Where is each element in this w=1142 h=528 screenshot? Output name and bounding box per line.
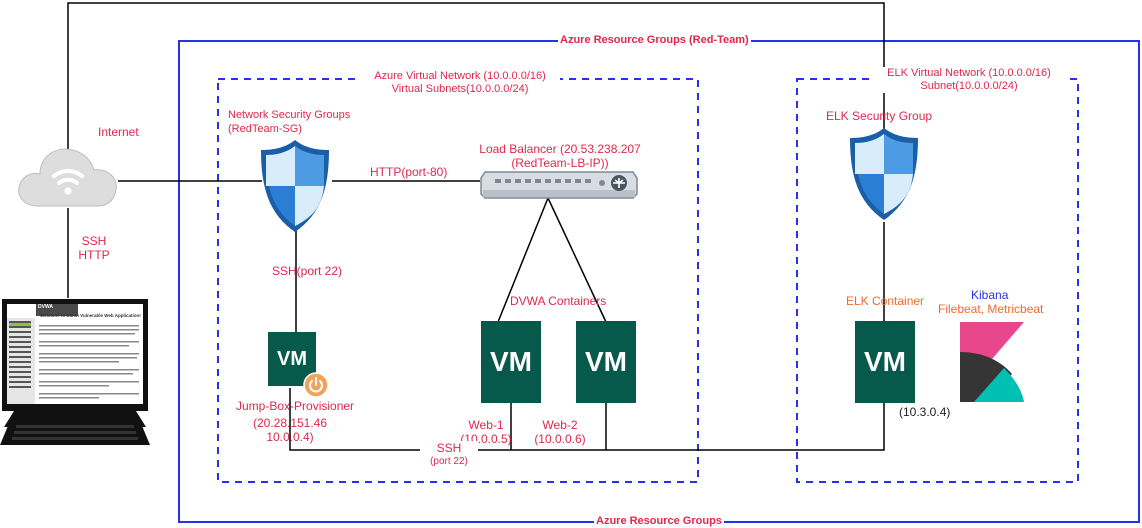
web2-ip: (10.0.0.6) xyxy=(534,432,586,446)
nsg-title-line1: Network Security Groups xyxy=(228,109,351,121)
kibana-title: Kibana xyxy=(971,288,1009,302)
vnet-title: Azure Virtual Network (10.0.0.0/16) Virt… xyxy=(360,70,560,96)
web1-name: Web-1 xyxy=(468,418,504,432)
vnet-title-line1: Azure Virtual Network (10.0.0.0/16) xyxy=(374,70,546,82)
elk-sg-label: ELK Security Group xyxy=(826,109,933,123)
elk-vnet-line2: Subnet(10.0.0.0/24) xyxy=(920,80,1018,92)
elk-container-label: ELK Container xyxy=(846,294,925,308)
vnet-title-line2: Virtual Subnets(10.0.0.0/24) xyxy=(391,83,529,95)
power-icon xyxy=(303,372,329,403)
laptop-icon xyxy=(0,299,152,454)
kibana-beats: Filebeat, Metricbeat xyxy=(938,302,1044,316)
lb-to-web1-line xyxy=(497,197,549,323)
load-balancer-icon xyxy=(479,170,639,205)
web2-label: Web-2 (10.0.0.6) xyxy=(528,418,592,446)
internet-label: Internet xyxy=(98,125,139,139)
resource-group-bottom-title: Azure Resource Groups xyxy=(594,515,724,527)
internet-cloud-icon xyxy=(16,140,120,215)
nsg-shield-icon xyxy=(257,138,333,239)
jumpbox-ip-line2: 10.0.0.4) xyxy=(266,430,314,444)
ssh-text: SSH xyxy=(81,234,107,248)
ssh-port22-label: SSH(port 22) xyxy=(272,264,343,278)
jumpbox-name: Jump-Box-Provisioner xyxy=(236,399,355,413)
ssh-http-label: SSH HTTP xyxy=(77,234,111,262)
jumpbox-ip-line1: (20.28.151.46 xyxy=(252,416,328,430)
elk-vnet-line1: ELK Virtual Network (10.0.0.0/16) xyxy=(887,67,1051,79)
load-balancer-line2: (RedTeam-LB-IP)) xyxy=(511,156,609,170)
web1-vm-icon: VM xyxy=(481,321,541,403)
nsg-title: Network Security Groups (RedTeam-SG) xyxy=(228,108,350,136)
kibana-logo-icon xyxy=(960,322,1024,407)
elk-vm-icon: VM xyxy=(855,321,915,403)
web2-vm-icon: VM xyxy=(576,321,636,403)
load-balancer-title: Load Balancer (20.53.238.207 (RedTeam-LB… xyxy=(475,142,645,170)
http-port-label: HTTP(port-80) xyxy=(370,165,448,179)
laptop-heading: Welcome to Damn Vulnerable Web Applicati… xyxy=(40,313,141,318)
ssh-bottom-label: SSH (port 22) xyxy=(420,441,478,469)
web2-name: Web-2 xyxy=(542,418,578,432)
laptop-brand: DVWA xyxy=(38,304,53,310)
nsg-title-line2: (RedTeam-SG) xyxy=(228,123,302,135)
load-balancer-line1: Load Balancer (20.53.238.207 xyxy=(479,142,641,156)
lb-to-web2-line xyxy=(547,197,607,323)
dvwa-label: DVWA Containers xyxy=(510,294,607,308)
ssh-bottom-line1: SSH xyxy=(436,441,462,455)
elk-ip-label: (10.3.0.4) xyxy=(899,405,951,419)
ssh-bottom-line2: (port 22) xyxy=(430,456,468,467)
elk-vnet-title: ELK Virtual Network (10.0.0.0/16) Subnet… xyxy=(874,67,1064,93)
ssh-bottom-line xyxy=(289,388,885,451)
jumpbox-ip: (20.28.151.46 10.0.0.4) xyxy=(248,416,332,444)
http-text: HTTP xyxy=(78,248,110,262)
resource-group-title: Azure Resource Groups (Red-Team) xyxy=(558,34,751,46)
elk-vnet-frame xyxy=(796,78,1079,483)
elk-shield-icon xyxy=(846,126,922,227)
